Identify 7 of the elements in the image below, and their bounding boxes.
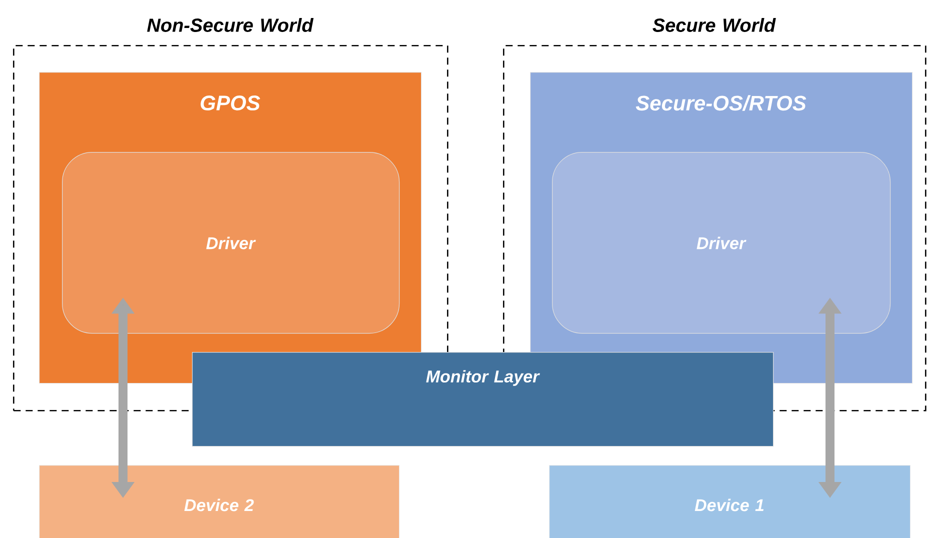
node-label: Non-Secure World [147, 18, 314, 32]
monitor-layer-box: Monitor Layer [192, 352, 774, 447]
node-label: Secure World [652, 18, 776, 32]
device-box: Device 1 [549, 464, 911, 538]
driver-box: Driver [62, 152, 400, 334]
device-box: Device 2 [39, 464, 400, 538]
driver-box: Driver [552, 152, 891, 334]
